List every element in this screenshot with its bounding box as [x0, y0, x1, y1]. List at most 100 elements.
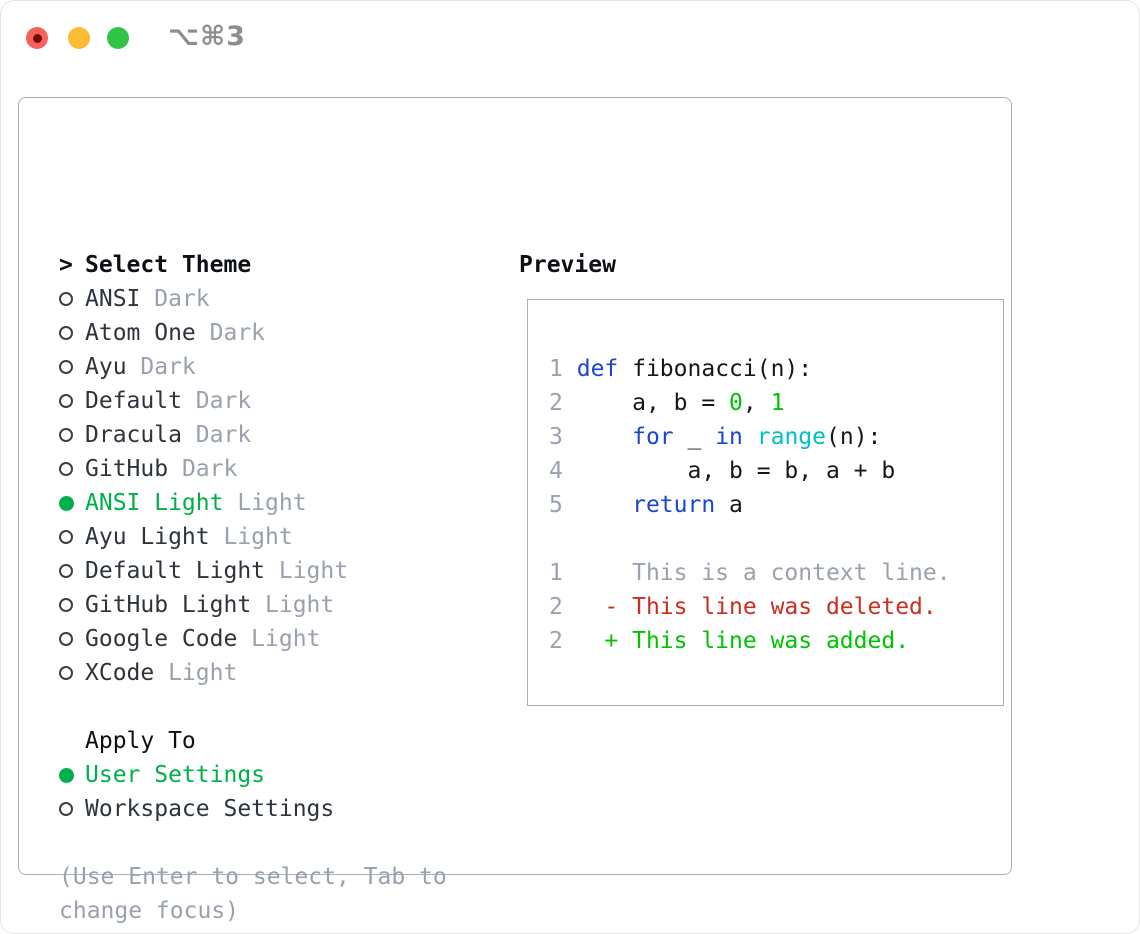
option-variant-tag: Light — [265, 558, 349, 584]
radio-icon — [59, 632, 73, 646]
theme-option-github-light[interactable]: GitHub Light Light — [59, 588, 348, 622]
diff-deleted-line: 2 - This line was deleted. — [549, 590, 951, 624]
hint-text: (Use Enter to select, Tab to change focus… — [59, 860, 447, 928]
option-label: ANSI — [85, 286, 141, 312]
option-variant-tag: Light — [209, 524, 293, 550]
token-plain — [563, 628, 605, 654]
radio-icon — [59, 292, 73, 306]
caret-icon: > — [59, 252, 73, 278]
option-label: Default — [85, 388, 182, 414]
minimize-button[interactable] — [68, 27, 90, 49]
token-deleted: - This line was deleted. — [604, 594, 937, 620]
option-label: Ayu — [85, 354, 127, 380]
option-label: Workspace Settings — [85, 796, 335, 822]
theme-option-xcode[interactable]: XCode Light — [59, 656, 348, 690]
theme-option-default[interactable]: Default Dark — [59, 384, 348, 418]
radio-column — [59, 632, 85, 646]
option-variant-tag: Dark — [140, 286, 210, 312]
option-label: GitHub Light — [85, 592, 252, 618]
token-kw: for — [632, 424, 674, 450]
radio-column — [59, 767, 85, 783]
option-label: ANSI Light — [85, 490, 224, 516]
radio-column — [59, 360, 85, 374]
theme-option-dracula[interactable]: Dracula Dark — [59, 418, 348, 452]
option-label: Default Light — [85, 558, 266, 584]
theme-option-ansi-light[interactable]: ANSI Light Light — [59, 486, 348, 520]
option-variant-tag: Light — [223, 490, 307, 516]
apply-option-workspace-settings[interactable]: Workspace Settings — [59, 792, 334, 826]
radio-icon — [59, 666, 73, 680]
line-number: 4 — [549, 458, 563, 484]
radio-icon — [59, 462, 73, 476]
apply-to-heading: Apply To — [85, 728, 196, 754]
theme-option-ayu[interactable]: Ayu Dark — [59, 350, 348, 384]
token-plain: _ — [673, 424, 716, 450]
option-variant-tag: Light — [251, 592, 335, 618]
option-variant-tag: Dark — [181, 422, 252, 448]
radio-icon — [59, 360, 73, 374]
code-line: 5 return a — [549, 488, 951, 522]
zoom-button[interactable] — [107, 27, 129, 49]
radio-column — [59, 530, 85, 544]
theme-option-google-code[interactable]: Google Code Light — [59, 622, 348, 656]
option-label: Ayu Light — [85, 524, 210, 550]
radio-column — [59, 428, 85, 442]
radio-column — [59, 495, 85, 511]
titlebar: ⌥⌘3 — [0, 0, 1140, 76]
hint-line: (Use Enter to select, Tab to — [59, 864, 447, 890]
option-variant-tag: Dark — [181, 388, 252, 414]
token-kw: def — [576, 356, 619, 382]
token-plain: (n): — [826, 424, 882, 450]
theme-option-github[interactable]: GitHub Dark — [59, 452, 348, 486]
radio-icon — [59, 326, 73, 340]
apply-option-user-settings[interactable]: User Settings — [59, 758, 334, 792]
hint-line: change focus) — [59, 898, 240, 924]
token-plain: a — [715, 492, 743, 518]
token-num: 0 — [729, 390, 743, 416]
token-plain: fibonacci(n): — [618, 356, 813, 382]
radio-icon — [59, 802, 73, 816]
line-number: 1 — [549, 560, 563, 586]
option-variant-tag: Dark — [168, 456, 238, 482]
line-number: 1 — [549, 356, 563, 382]
radio-column — [59, 598, 85, 612]
option-label: Google Code — [85, 626, 238, 652]
token-plain — [743, 424, 757, 450]
theme-option-atom-one[interactable]: Atom One Dark — [59, 316, 348, 350]
token-plain: a, b = — [562, 390, 730, 416]
close-button[interactable] — [26, 27, 48, 49]
option-label: GitHub — [85, 456, 169, 482]
code-line: 1 def fibonacci(n): — [549, 352, 951, 386]
select-theme-heading-label: Select Theme — [85, 252, 252, 278]
unsaved-indicator-dot — [32, 33, 42, 43]
theme-option-ayu-light[interactable]: Ayu Light Light — [59, 520, 348, 554]
token-plain: a, b = b, a + b — [562, 458, 896, 484]
diff-added-line: 2 + This line was added. — [549, 624, 951, 658]
token-context: This is a context line. — [562, 560, 951, 586]
radio-column — [59, 292, 85, 306]
code-line: 4 a, b = b, a + b — [549, 454, 951, 488]
token-plain — [563, 594, 605, 620]
token-kw: return — [632, 492, 716, 518]
option-label: User Settings — [85, 762, 266, 788]
theme-option-ansi[interactable]: ANSI Dark — [59, 282, 348, 316]
radio-icon — [59, 564, 73, 578]
token-added: + This line was added. — [604, 628, 910, 654]
radio-icon — [59, 598, 73, 612]
radio-column — [59, 564, 85, 578]
radio-column — [59, 462, 85, 476]
diff-context-line: 1 This is a context line. — [549, 556, 951, 590]
token-builtin: range — [756, 424, 827, 450]
radio-column — [59, 326, 85, 340]
blank-line — [549, 522, 951, 556]
code-line: 2 a, b = 0, 1 — [549, 386, 951, 420]
theme-option-default-light[interactable]: Default Light Light — [59, 554, 348, 588]
option-variant-tag: Dark — [195, 320, 266, 346]
token-plain — [563, 356, 577, 382]
code-line: 3 for _ in range(n): — [549, 420, 951, 454]
